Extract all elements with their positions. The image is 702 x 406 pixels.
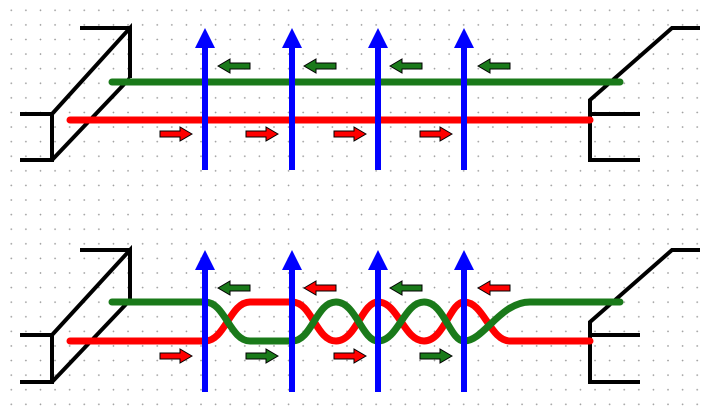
up-arrow-icon — [195, 28, 215, 170]
left-arrow-icon — [217, 58, 251, 74]
up-arrow-icon — [282, 250, 302, 392]
panel-twisted — [20, 244, 700, 392]
up-arrow-icon — [368, 250, 388, 392]
current-arrows-green-top — [217, 58, 511, 74]
panel-uncoupled — [20, 22, 700, 170]
up-arrow-icon — [195, 250, 215, 392]
up-arrow-icon — [368, 28, 388, 170]
right-plate — [588, 248, 700, 384]
left-plate — [20, 22, 132, 162]
right-arrow-icon — [159, 348, 193, 364]
right-arrow-icon — [159, 126, 193, 142]
right-arrow-icon — [245, 348, 279, 364]
current-arrows-upper-bottom — [217, 280, 511, 296]
left-arrow-icon — [477, 280, 511, 296]
right-plate — [588, 26, 700, 162]
left-arrow-icon — [389, 280, 423, 296]
up-arrow-icon — [454, 28, 474, 170]
field-arrows-bottom — [195, 250, 474, 392]
current-arrows-lower-bottom — [159, 348, 453, 364]
current-arrows-red-top — [159, 126, 453, 142]
left-plate — [20, 244, 132, 384]
left-arrow-icon — [303, 58, 337, 74]
left-arrow-icon — [477, 58, 511, 74]
right-arrow-icon — [333, 126, 367, 142]
left-arrow-icon — [389, 58, 423, 74]
right-arrow-icon — [333, 348, 367, 364]
right-arrow-icon — [419, 126, 453, 142]
field-arrows-top — [195, 28, 474, 170]
up-arrow-icon — [454, 250, 474, 392]
right-arrow-icon — [419, 348, 453, 364]
left-arrow-icon — [303, 280, 337, 296]
up-arrow-icon — [282, 28, 302, 170]
left-arrow-icon — [217, 280, 251, 296]
right-arrow-icon — [245, 126, 279, 142]
